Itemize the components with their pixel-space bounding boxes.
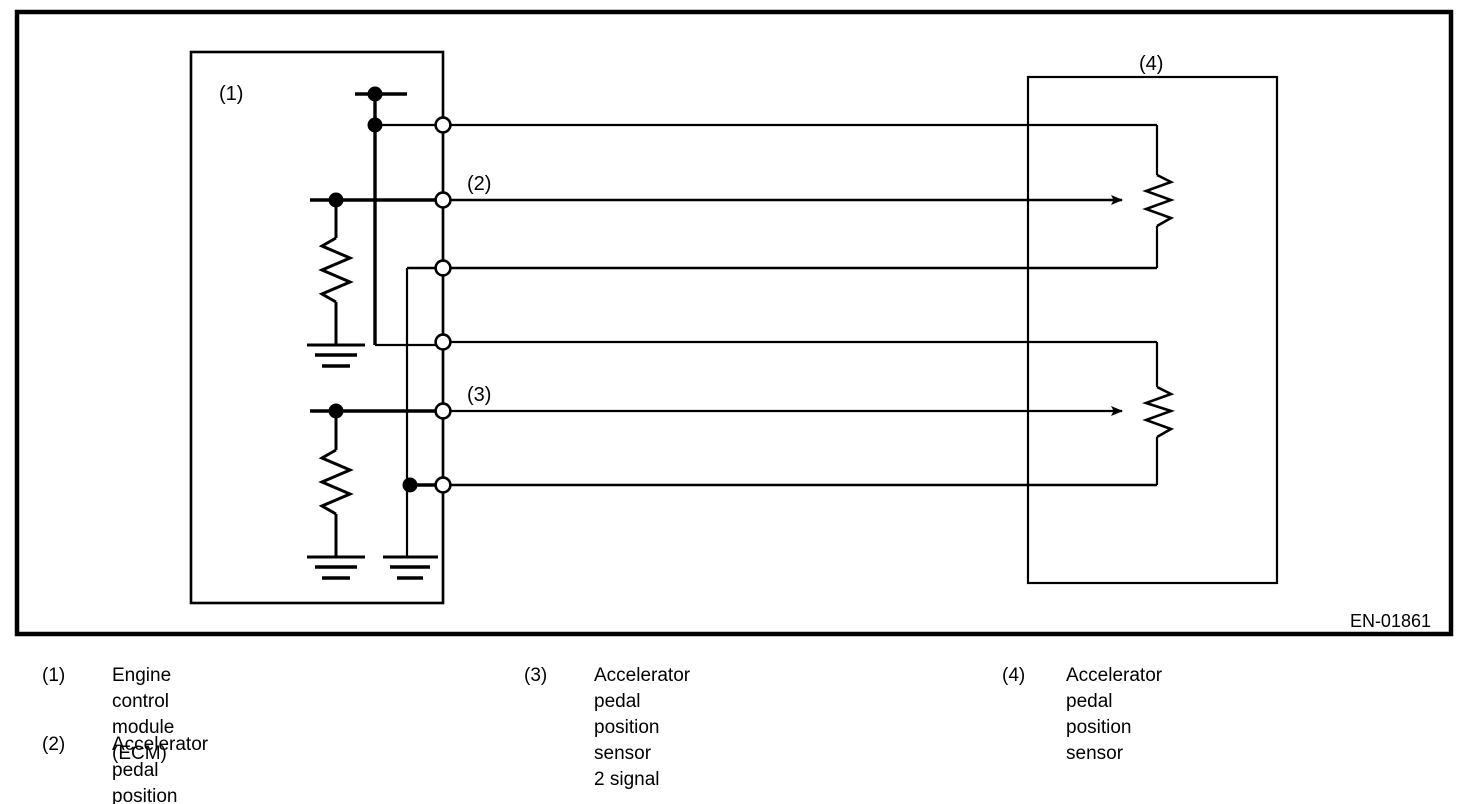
legend: (1) Engine control module (ECM) (2) Acce…	[0, 650, 1472, 804]
legend-item-4-label: Accelerator pedal position sensor	[1066, 665, 1163, 764]
callout-ecm: (1)	[219, 83, 243, 105]
legend-item-2-number: (2)	[42, 734, 66, 755]
pulldown2-resistor	[318, 448, 354, 516]
legend-item-1-label: Engine control module (ECM)	[112, 665, 175, 764]
potentiometer2-element	[1141, 385, 1176, 439]
sensor-block	[1026, 75, 1279, 585]
legend-item-3-label: Accelerator pedal position sensor 2 sign…	[594, 665, 691, 790]
sensor-ground-node	[402, 477, 418, 493]
diagram-outer-frame	[14, 9, 1454, 637]
callout-aps2-signal: (3)	[467, 384, 491, 406]
potentiometer1-element	[1142, 173, 1175, 228]
ecm-terminal-2[interactable]	[434, 191, 452, 209]
ecm-terminal-3[interactable]	[434, 259, 452, 277]
ecm-terminal-5[interactable]	[434, 402, 452, 420]
supply-tap-node-1	[367, 117, 383, 133]
drawing-id: EN-01861	[1350, 611, 1431, 631]
legend-item-4-number: (4)	[1002, 665, 1026, 686]
callout-aps1-signal: (2)	[467, 173, 491, 195]
legend-item-2-label: Accelerator pedal position sensor 1 sign…	[112, 734, 209, 804]
callout-sensor: (4)	[1139, 53, 1163, 75]
ecm-terminal-4[interactable]	[434, 333, 452, 351]
ecm-block	[189, 50, 445, 605]
supply-junction-node	[367, 86, 383, 102]
ecm-terminal-1[interactable]	[434, 116, 452, 134]
legend-item-3-number: (3)	[524, 665, 548, 686]
ecm-terminal-6[interactable]	[434, 476, 452, 494]
pulldown1-resistor	[318, 236, 354, 304]
legend-item-1-number: (1)	[42, 665, 66, 686]
